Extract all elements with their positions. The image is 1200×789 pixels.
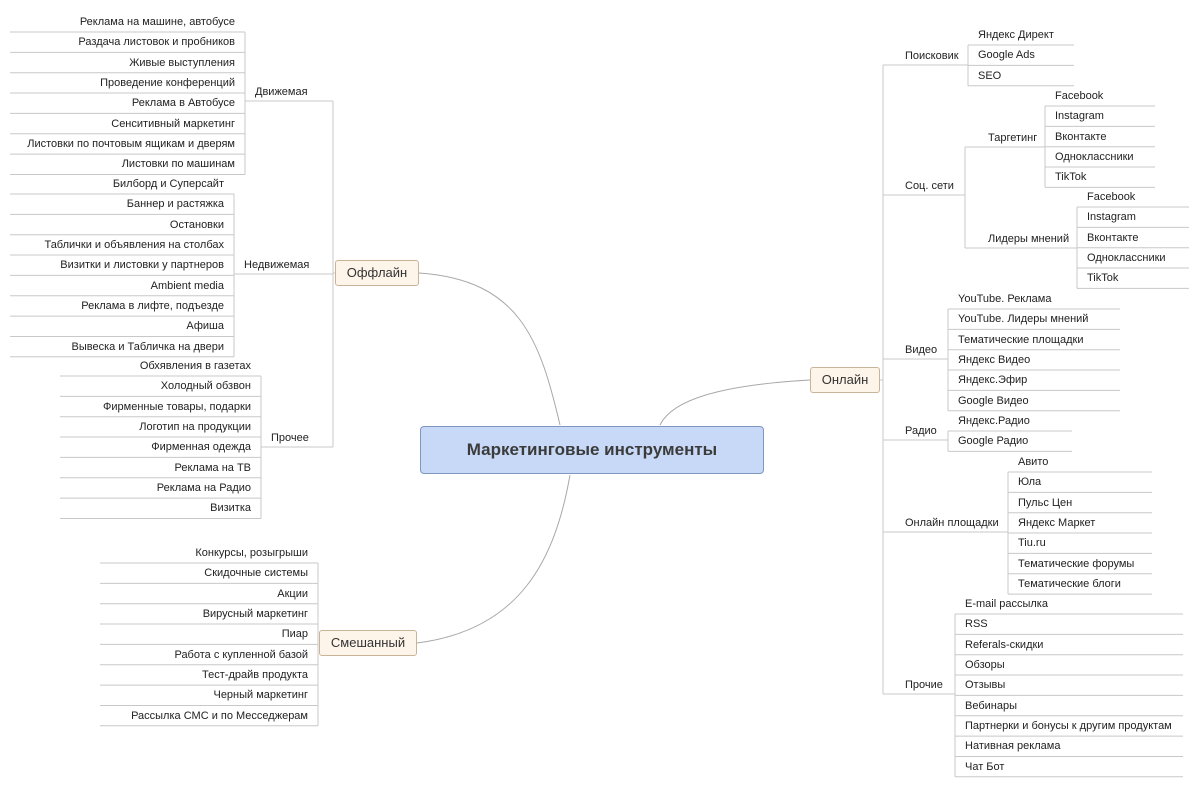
leaf-item[interactable]: Тест-драйв продукта xyxy=(202,669,308,682)
leaf-item[interactable]: Тематические форумы xyxy=(1018,557,1135,570)
leaf-item[interactable]: Конкурсы, розыгрыши xyxy=(195,547,308,559)
subtopic-label[interactable]: Недвижемая xyxy=(244,259,310,271)
leaf-item[interactable]: Яндекс.Радио xyxy=(958,415,1030,427)
leaf-item[interactable]: Вконтакте xyxy=(1055,130,1107,143)
leaf-item[interactable]: Вывеска и Табличка на двери xyxy=(71,340,224,353)
leaf-item[interactable]: Реклама на машине, автобусе xyxy=(79,16,235,28)
leaf-item[interactable]: Одноклассники xyxy=(1087,252,1166,265)
leaf-item[interactable]: Тематические площадки xyxy=(958,333,1084,346)
leaf-item[interactable]: Facebook xyxy=(1087,191,1136,203)
leaf-item[interactable]: Акции xyxy=(277,587,308,600)
branch-curve xyxy=(416,474,571,644)
leaf-item[interactable]: Яндекс Директ xyxy=(978,29,1054,41)
leaf-item[interactable]: Google Ads xyxy=(978,49,1035,62)
leaf-item[interactable]: Листовки по машинам xyxy=(121,158,235,171)
leaf-item[interactable]: Сенситивный маркетинг xyxy=(111,117,235,130)
leaf-item[interactable]: Реклама на Радио xyxy=(156,482,251,495)
leaf-item[interactable]: Яндекс.Эфир xyxy=(958,374,1028,387)
leaf-item[interactable]: Обхявления в газетах xyxy=(139,360,251,372)
topic-offline[interactable]: Оффлайн xyxy=(335,260,419,286)
leaf-item[interactable]: Вебинары xyxy=(965,699,1017,712)
leaf-item[interactable]: Facebook xyxy=(1055,90,1104,102)
leaf-item[interactable]: Google Видео xyxy=(958,394,1029,407)
leaf-item[interactable]: Вконтакте xyxy=(1087,231,1139,244)
subtopic-label[interactable]: Прочее xyxy=(271,432,309,444)
leaf-item[interactable]: Живые выступления xyxy=(129,56,235,69)
leaf-item[interactable]: Визитки и листовки у партнеров xyxy=(60,259,224,272)
subtopic-label[interactable]: Прочие xyxy=(905,679,943,691)
subtopic-label[interactable]: Соц. сети xyxy=(905,180,954,192)
leaf-item[interactable]: Вирусный маркетинг xyxy=(202,608,308,621)
leaf-item[interactable]: Работа с купленной базой xyxy=(174,648,308,661)
leaf-item[interactable]: Авито xyxy=(1018,456,1049,468)
leaf-item[interactable]: Черный маркетинг xyxy=(213,689,308,702)
leaf-item[interactable]: Остановки xyxy=(169,218,224,231)
subtopic-label[interactable]: Радио xyxy=(905,425,937,437)
leaf-item[interactable]: TikTok xyxy=(1055,171,1087,184)
subtopic-label[interactable]: Онлайн площадки xyxy=(905,517,999,529)
leaf-item[interactable]: Холодный обзвон xyxy=(160,380,251,393)
leaf-item[interactable]: Листовки по почтовым ящикам и дверям xyxy=(27,138,235,151)
leaf-item[interactable]: Фирменные товары, подарки xyxy=(103,400,251,413)
leaf-item[interactable]: YouTube. Лидеры мнений xyxy=(958,313,1089,326)
leaf-item[interactable]: Яндекс Маркет xyxy=(1018,517,1096,530)
leaf-item[interactable]: Реклама в лифте, подъезде xyxy=(81,300,224,313)
leaf-item[interactable]: Баннер и растяжка xyxy=(126,198,224,211)
leaf-item[interactable]: SEO xyxy=(978,69,1002,82)
leaf-item[interactable]: Тематические блоги xyxy=(1018,578,1121,591)
branch-curve xyxy=(659,379,811,426)
leaf-item[interactable]: Раздача листовок и пробников xyxy=(78,36,235,49)
branch-curve xyxy=(418,272,561,426)
leaf-item[interactable]: Instagram xyxy=(1055,110,1104,123)
leaf-item[interactable]: Google Радио xyxy=(958,435,1029,448)
topic-mixed[interactable]: Смешанный xyxy=(319,630,417,656)
leaf-item[interactable]: Instagram xyxy=(1087,211,1136,224)
leaf-item[interactable]: Логотип на продукции xyxy=(139,421,251,434)
leaf-item[interactable]: Яндекс Видео xyxy=(958,354,1031,367)
leaf-item[interactable]: Фирменная одежда xyxy=(151,441,251,454)
leaf-item[interactable]: RSS xyxy=(965,618,988,631)
leaf-item[interactable]: Афиша xyxy=(186,320,224,333)
leaf-item[interactable]: Скидочные системы xyxy=(204,567,308,580)
leaf-item[interactable]: Юла xyxy=(1018,476,1042,489)
root-topic[interactable]: Маркетинговые инструменты xyxy=(420,426,764,474)
leaf-item[interactable]: Реклама на ТВ xyxy=(174,461,251,474)
topic-online[interactable]: Онлайн xyxy=(810,367,880,393)
leaf-item[interactable]: E-mail рассылка xyxy=(965,598,1048,610)
leaf-item[interactable]: Отзывы xyxy=(965,679,1006,692)
leaf-item[interactable]: Рассылка СМС и по Месседжерам xyxy=(131,709,308,722)
subtopic-label[interactable]: Поисковик xyxy=(905,50,959,62)
leaf-item[interactable]: Пульс Цен xyxy=(1018,496,1073,509)
leaf-item[interactable]: Нативная реклама xyxy=(965,740,1061,753)
leaf-item[interactable]: YouTube. Реклама xyxy=(958,293,1052,305)
leaf-item[interactable]: Билборд и Суперсайт xyxy=(112,178,224,190)
leaf-item[interactable]: Обзоры xyxy=(965,659,1005,672)
subtopic-label[interactable]: Таргетинг xyxy=(988,132,1038,144)
leaf-item[interactable]: TikTok xyxy=(1087,272,1119,285)
leaf-item[interactable]: Чат Бот xyxy=(965,760,1005,773)
leaf-item[interactable]: Партнерки и бонусы к другим продуктам xyxy=(965,720,1172,733)
subtopic-label[interactable]: Лидеры мнений xyxy=(988,233,1070,245)
leaf-item[interactable]: Referals-скидки xyxy=(965,638,1044,651)
leaf-item[interactable]: Ambient media xyxy=(150,279,224,292)
leaf-item[interactable]: Пиар xyxy=(281,628,308,641)
leaf-item[interactable]: Tiu.ru xyxy=(1018,537,1046,550)
leaf-item[interactable]: Реклама в Автобусе xyxy=(131,97,235,110)
leaf-item[interactable]: Визитка xyxy=(210,502,251,515)
leaf-item[interactable]: Таблички и объявления на столбах xyxy=(44,239,224,252)
leaf-item[interactable]: Проведение конференций xyxy=(100,77,235,90)
leaf-item[interactable]: Одноклассники xyxy=(1055,151,1134,164)
subtopic-label[interactable]: Движемая xyxy=(255,86,308,98)
subtopic-label[interactable]: Видео xyxy=(905,344,938,356)
